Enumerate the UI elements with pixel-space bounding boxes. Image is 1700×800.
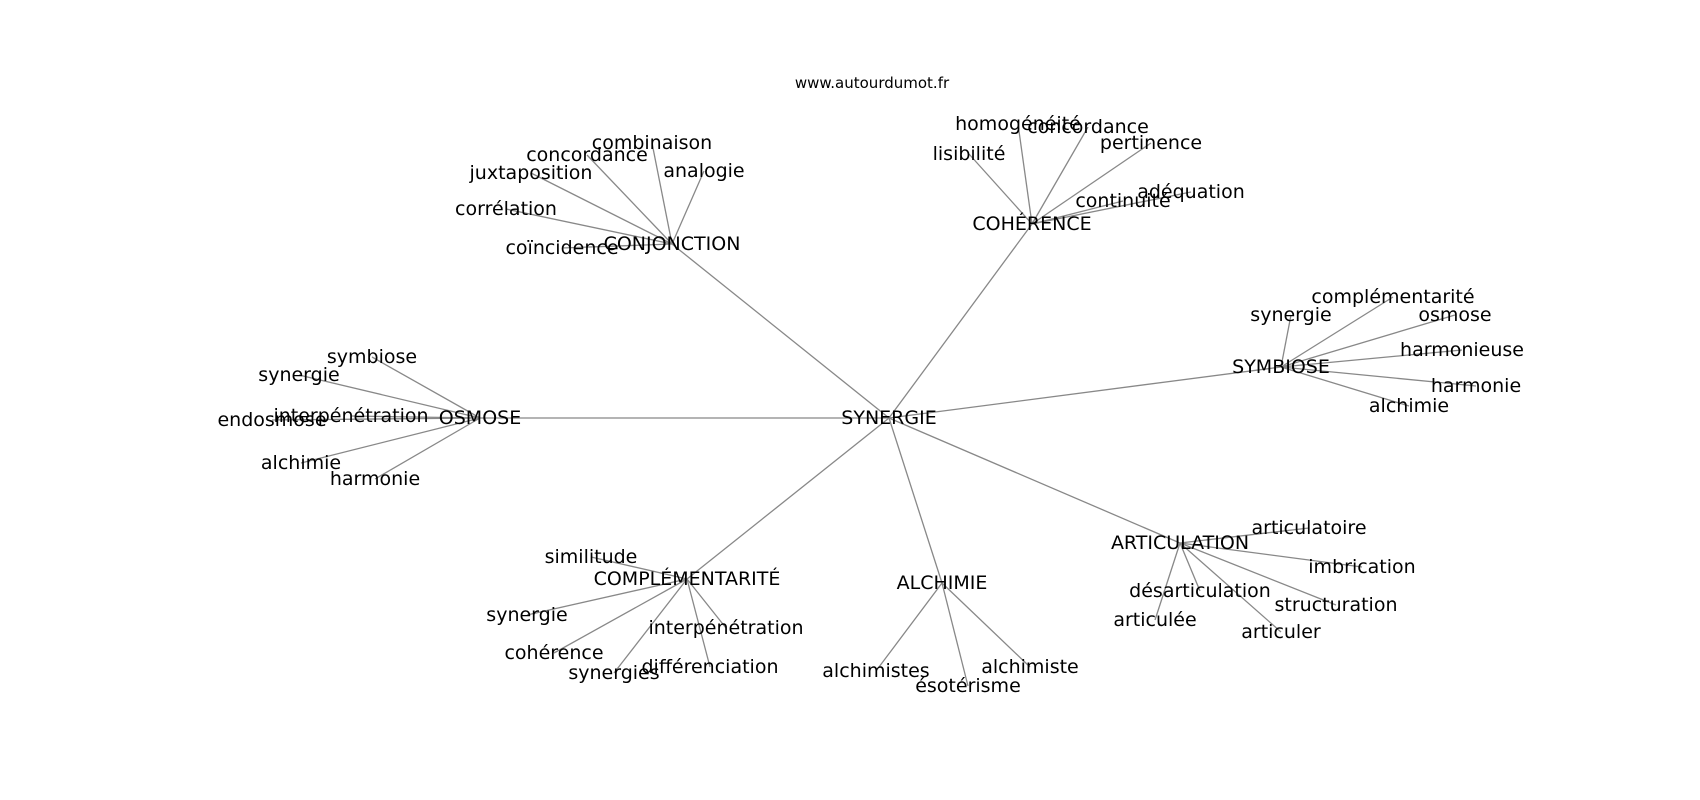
edge-root-hub bbox=[671, 243, 890, 419]
edge-hub-leaf bbox=[1154, 542, 1181, 621]
edge-hub-leaf bbox=[590, 556, 688, 580]
leaf-node[interactable]: analogie bbox=[663, 160, 744, 182]
leaf-node[interactable]: continuité bbox=[1075, 190, 1170, 212]
leaf-node[interactable]: combinaison bbox=[592, 132, 712, 154]
leaf-node[interactable]: alchimiste bbox=[981, 656, 1079, 678]
edge-hub-leaf bbox=[686, 578, 727, 629]
edge-hub-leaf bbox=[613, 578, 688, 674]
leaf-node[interactable]: harmonieuse bbox=[1400, 339, 1524, 361]
leaf-node[interactable]: articuler bbox=[1241, 621, 1321, 643]
leaf-node[interactable]: lisibilité bbox=[933, 143, 1006, 165]
leaf-node[interactable]: homogénéité bbox=[955, 113, 1081, 135]
edge-hub-leaf bbox=[941, 582, 969, 687]
leaf-node[interactable]: similitude bbox=[545, 546, 638, 568]
edge-hub-leaf bbox=[298, 374, 481, 419]
source-label: www.autourdumot.fr bbox=[795, 74, 950, 92]
hub-node[interactable]: SYMBIOSE bbox=[1232, 356, 1330, 378]
edge-hub-leaf bbox=[561, 243, 673, 249]
leaf-node[interactable]: symbiose bbox=[327, 346, 417, 368]
edge-hub-leaf bbox=[526, 578, 688, 616]
leaf-node[interactable]: alchimie bbox=[261, 452, 341, 474]
edge-hub-leaf bbox=[300, 417, 481, 464]
edge-hub-leaf bbox=[1280, 314, 1456, 368]
hub-node[interactable]: OSMOSE bbox=[439, 407, 521, 429]
leaf-node[interactable]: concordance bbox=[1027, 116, 1149, 138]
leaf-node[interactable]: cohérence bbox=[504, 642, 603, 664]
hub-node[interactable]: COMPLÉMENTARITÉ bbox=[594, 567, 781, 590]
leaf-node[interactable]: synergie bbox=[486, 604, 567, 626]
edge-root-hub bbox=[686, 417, 890, 580]
edge-hub-leaf bbox=[651, 142, 673, 245]
edge-hub-leaf bbox=[1280, 296, 1394, 368]
edge-hub-leaf bbox=[1179, 542, 1337, 606]
edge-hub-leaf bbox=[1179, 542, 1363, 568]
edge-hub-leaf bbox=[374, 417, 481, 480]
leaf-node[interactable]: synergie bbox=[1250, 304, 1331, 326]
hub-node[interactable]: ARTICULATION bbox=[1111, 532, 1249, 554]
edge-hub-leaf bbox=[1280, 314, 1292, 368]
leaf-node[interactable]: juxtaposition bbox=[469, 162, 593, 184]
edge-hub-leaf bbox=[1179, 527, 1310, 544]
leaf-node[interactable]: corrélation bbox=[455, 198, 557, 220]
edge-hub-leaf bbox=[1031, 142, 1152, 225]
leaf-node[interactable]: interpénétration bbox=[273, 405, 428, 427]
edge-hub-leaf bbox=[968, 153, 1033, 225]
leaf-node[interactable]: concordance bbox=[526, 144, 648, 166]
edge-hub-leaf bbox=[1179, 542, 1201, 592]
edge-hub-leaf bbox=[586, 154, 673, 245]
edge-hub-leaf bbox=[505, 208, 673, 245]
leaf-node[interactable]: harmonie bbox=[1431, 375, 1521, 397]
leaf-node[interactable]: interpénétration bbox=[648, 617, 803, 639]
edge-hub-leaf bbox=[941, 582, 1031, 668]
edge-hub-leaf bbox=[1280, 366, 1410, 407]
hub-node[interactable]: CONJONCTION bbox=[604, 233, 741, 255]
root-node[interactable]: SYNERGIE bbox=[841, 407, 936, 429]
edge-root-hub bbox=[888, 417, 1181, 544]
edge-hub-leaf bbox=[553, 578, 688, 654]
leaf-node[interactable]: structuration bbox=[1275, 594, 1398, 616]
leaf-node[interactable]: coïncidence bbox=[505, 237, 618, 259]
edge-hub-leaf bbox=[1280, 366, 1477, 387]
edge-hub-leaf bbox=[1179, 542, 1282, 633]
edge-hub-leaf bbox=[875, 582, 943, 672]
leaf-node[interactable]: articulatoire bbox=[1251, 517, 1366, 539]
leaf-node[interactable]: imbrication bbox=[1308, 556, 1415, 578]
edge-hub-leaf bbox=[530, 172, 673, 245]
leaf-node[interactable]: désarticulation bbox=[1129, 580, 1271, 602]
edge-root-hub bbox=[888, 366, 1282, 419]
leaf-node[interactable]: complémentarité bbox=[1311, 286, 1474, 308]
edge-hub-leaf bbox=[371, 356, 481, 419]
leaf-node[interactable]: pertinence bbox=[1100, 132, 1202, 154]
leaf-node[interactable]: alchimistes bbox=[822, 660, 929, 682]
hub-node[interactable]: ALCHIMIE bbox=[897, 572, 988, 594]
edge-root-hub bbox=[888, 223, 1033, 419]
edge-hub-leaf bbox=[686, 578, 711, 668]
edge-hub-leaf bbox=[271, 417, 481, 421]
edge-hub-leaf bbox=[1031, 200, 1124, 225]
leaf-node[interactable]: alchimie bbox=[1369, 395, 1449, 417]
leaf-node[interactable]: adéquation bbox=[1137, 181, 1245, 203]
leaf-node[interactable]: harmonie bbox=[330, 468, 420, 490]
leaf-node[interactable]: différenciation bbox=[641, 656, 778, 678]
edge-hub-leaf bbox=[1280, 349, 1463, 368]
edge-root-hub bbox=[888, 417, 943, 584]
hub-node[interactable]: COHÉRENCE bbox=[972, 212, 1091, 235]
edges-layer bbox=[271, 123, 1477, 687]
edge-hub-leaf bbox=[671, 170, 705, 245]
leaf-node[interactable]: endosmose bbox=[217, 409, 326, 431]
edge-hub-leaf bbox=[1031, 191, 1192, 225]
leaf-node[interactable]: synergie bbox=[258, 364, 339, 386]
leaf-node[interactable]: articulée bbox=[1113, 609, 1196, 631]
leaf-node[interactable]: osmose bbox=[1418, 304, 1491, 326]
edge-hub-leaf bbox=[1031, 126, 1089, 225]
edge-hub-leaf bbox=[1017, 123, 1033, 225]
leaf-node[interactable]: synergies bbox=[568, 662, 659, 684]
leaf-node[interactable]: ésotérisme bbox=[915, 675, 1021, 697]
